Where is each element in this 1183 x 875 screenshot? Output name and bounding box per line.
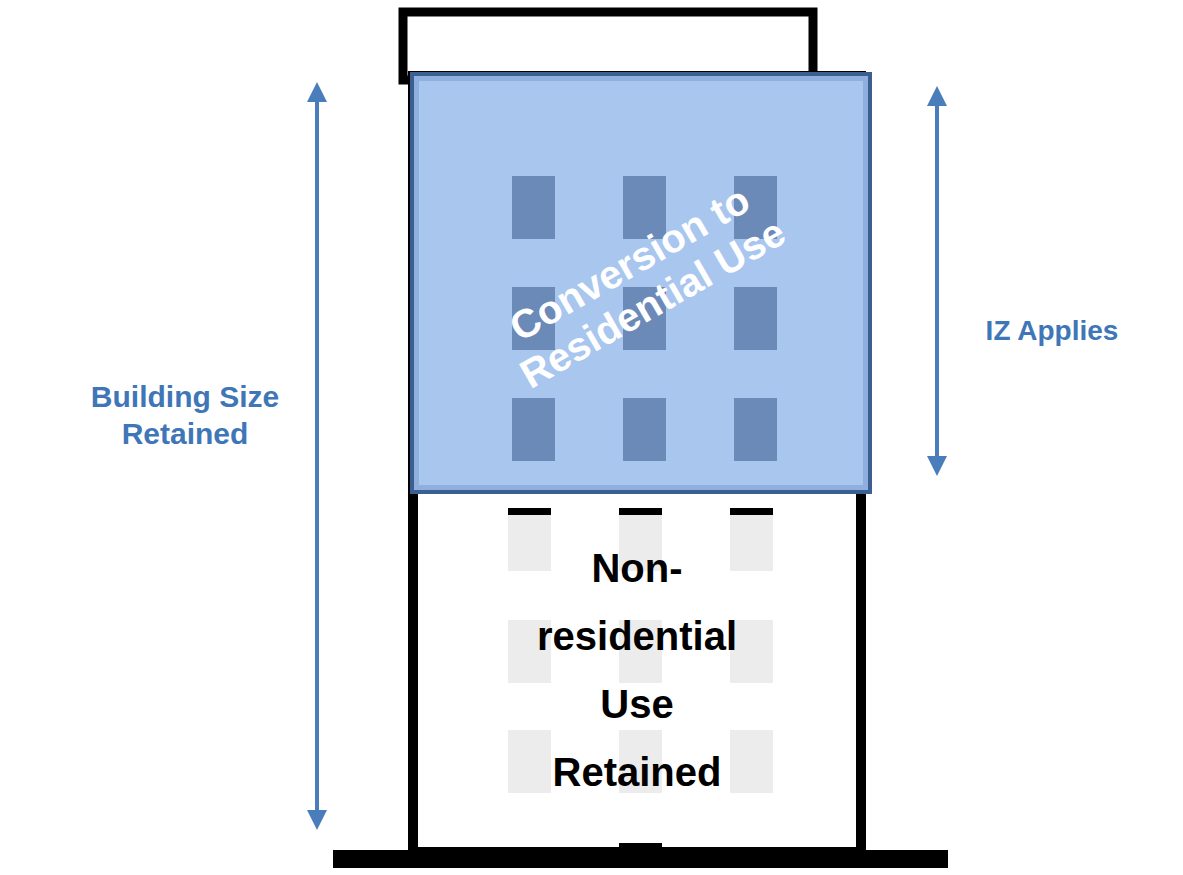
window <box>512 176 555 239</box>
window <box>734 287 777 350</box>
window <box>734 398 777 461</box>
residential-section: Conversion to Residential Use <box>410 72 872 494</box>
window-lintel <box>730 508 773 515</box>
window-lintel <box>619 508 662 515</box>
window <box>508 508 551 571</box>
dimension-arrow <box>935 90 939 472</box>
window <box>623 398 666 461</box>
rooftop <box>403 12 813 80</box>
door <box>619 843 662 851</box>
section-label: Non-residential Use Retained <box>512 534 762 806</box>
window <box>512 398 555 461</box>
window-lintel <box>508 508 551 515</box>
dimension-label: Building Size Retained <box>60 378 310 453</box>
window <box>730 730 773 793</box>
dimension-arrow <box>315 86 319 826</box>
dimension-label: IZ Applies <box>942 313 1162 348</box>
ground-line <box>333 850 948 868</box>
window <box>730 508 773 571</box>
non-residential-section: Non-residential Use Retained <box>418 494 856 845</box>
window <box>508 730 551 793</box>
